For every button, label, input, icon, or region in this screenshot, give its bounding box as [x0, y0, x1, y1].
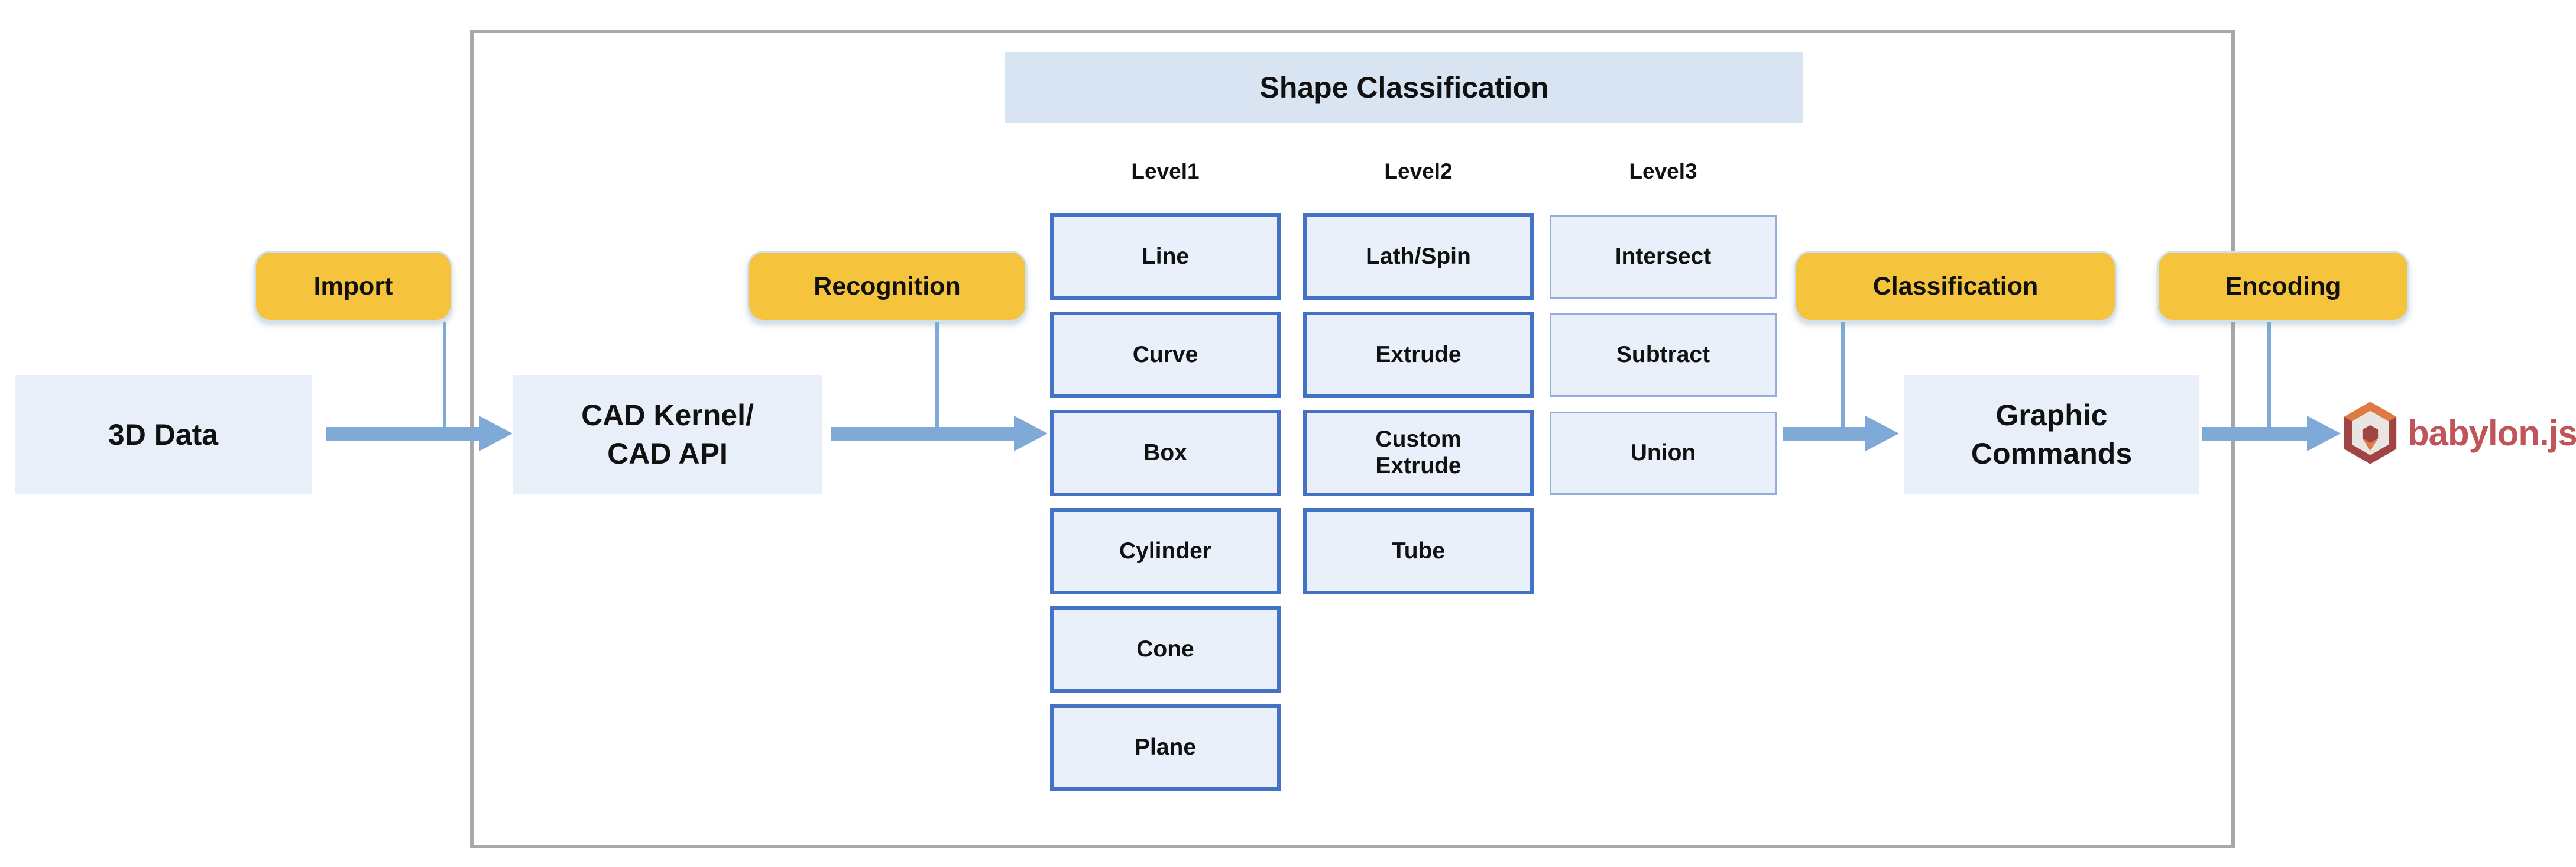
graphic-commands-line2: Commands: [1971, 437, 2133, 470]
flow-arrow-1-shaft: [326, 427, 479, 441]
level1-label: Level1: [1131, 159, 1200, 183]
connector-import: [443, 322, 446, 428]
badge-classification: Classification: [1794, 251, 2117, 322]
custom-extrude-label: Custom Extrude: [1375, 426, 1462, 478]
badge-recognition: Recognition: [747, 251, 1027, 322]
flow-arrow-2-head: [1014, 416, 1048, 451]
flow-arrow-4-head: [2307, 416, 2341, 451]
babylonjs-logo-text: babylon.js: [2407, 413, 2576, 453]
banner-shape-classification: Shape Classification: [1005, 52, 1803, 123]
shape-box-line: Line: [1050, 213, 1281, 300]
shape-box-subtract: Subtract: [1550, 313, 1777, 397]
connector-classification: [1841, 322, 1845, 428]
shape-box-extrude: Extrude: [1303, 312, 1534, 398]
node-3d-data-label: 3D Data: [108, 418, 219, 451]
level3-label: Level3: [1629, 159, 1697, 183]
flow-arrow-4-shaft: [2202, 427, 2307, 441]
shape-box-union: Union: [1550, 412, 1777, 495]
node-cad-kernel: CAD Kernel/ CAD API: [513, 375, 822, 494]
shape-box-cone: Cone: [1050, 606, 1281, 693]
graphic-commands-line1: Graphic: [1995, 399, 2108, 432]
connector-recognition: [935, 322, 939, 428]
flow-arrow-2-shaft: [831, 427, 1014, 441]
shape-box-lath-spin: Lath/Spin: [1303, 213, 1534, 300]
flow-arrow-1-head: [479, 416, 513, 451]
flow-arrow-3-shaft: [1783, 427, 1865, 441]
level2-label: Level2: [1384, 159, 1453, 183]
cad-kernel-line1: CAD Kernel/: [581, 399, 754, 432]
shape-box-box: Box: [1050, 410, 1281, 496]
babylonjs-logo: babylon.js: [2342, 400, 2576, 466]
flow-arrow-3-head: [1865, 416, 1899, 451]
shape-box-tube: Tube: [1303, 508, 1534, 594]
babylonjs-hexagon-icon: [2344, 402, 2397, 464]
shape-box-cylinder: Cylinder: [1050, 508, 1281, 594]
connector-encoding: [2267, 322, 2271, 428]
shape-box-custom-extrude: Custom Extrude: [1303, 410, 1534, 496]
badge-encoding: Encoding: [2157, 251, 2409, 322]
banner-title: Shape Classification: [1259, 71, 1549, 104]
cad-kernel-line2: CAD API: [607, 437, 728, 470]
shape-box-intersect: Intersect: [1550, 215, 1777, 299]
shape-box-curve: Curve: [1050, 312, 1281, 398]
node-3d-data: 3D Data: [15, 375, 312, 494]
shape-box-plane: Plane: [1050, 704, 1281, 791]
badge-import: Import: [254, 251, 452, 322]
node-graphic-commands: Graphic Commands: [1904, 375, 2199, 494]
